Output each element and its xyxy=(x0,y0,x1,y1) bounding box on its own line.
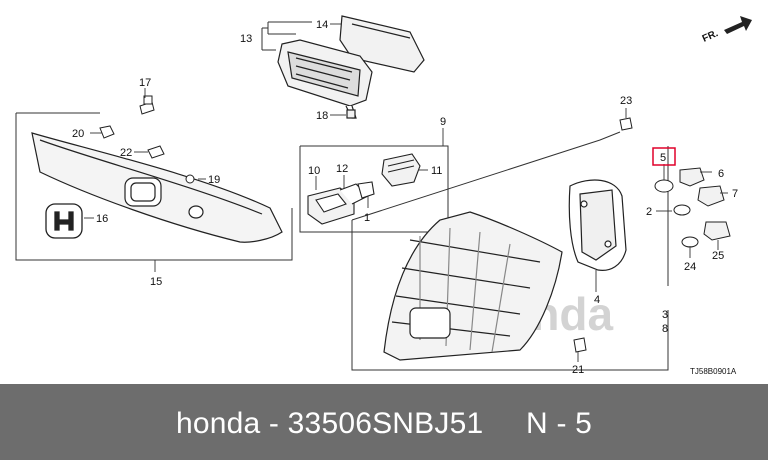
callout-label-16: 16 xyxy=(96,213,108,225)
callout-label-15: 15 xyxy=(150,276,162,288)
callout-label-6: 6 xyxy=(718,168,724,180)
part-info-text: honda - 33506SNBJ51 N - 5 xyxy=(0,384,768,460)
small-fasteners-left xyxy=(99,95,195,184)
separator: - xyxy=(268,407,280,440)
brand-name: honda xyxy=(175,407,261,440)
group-3-frame xyxy=(351,131,669,371)
callout-highlight-box xyxy=(652,147,676,166)
callout-label-4: 4 xyxy=(594,294,600,306)
callout-label-2: 2 xyxy=(646,206,652,218)
fr-arrow-icon xyxy=(724,16,752,34)
socket-parts-group-9 xyxy=(307,153,421,225)
callout-label-24: 24 xyxy=(684,261,696,273)
callout-labels: 4 1 2 3 8 6 7 9 10 11 12 13 14 15 16 17 … xyxy=(72,19,738,376)
gasket-part xyxy=(568,179,627,271)
front-direction-indicator: FR. xyxy=(701,16,752,45)
callout-label-19: 19 xyxy=(208,174,220,186)
callout-label-20: 20 xyxy=(72,128,84,140)
callout-label-8: 8 xyxy=(662,323,668,335)
callout-label-17: 17 xyxy=(139,77,151,89)
emblem-part xyxy=(45,203,83,239)
drawing-code: TJ58B0901A xyxy=(690,367,737,376)
callout-label-1: 1 xyxy=(364,212,370,224)
callout-label-25: 25 xyxy=(712,250,724,262)
fr-label: FR. xyxy=(701,28,720,45)
garnish-bar-part xyxy=(31,132,283,243)
group-15-frame xyxy=(15,112,293,261)
exploded-parts-diagram: Honda FR. xyxy=(15,15,752,376)
callout-label-5: 5 xyxy=(660,152,666,164)
callout-label-9: 9 xyxy=(440,116,446,128)
callout-label-3: 3 xyxy=(662,309,668,321)
part-number: 33506SNBJ51 xyxy=(287,407,484,440)
taillight-lens-part xyxy=(383,211,563,361)
callout-label-11: 11 xyxy=(431,165,442,177)
callout-label-13: 13 xyxy=(240,33,252,45)
position-label: N - 5 xyxy=(526,407,593,440)
callout-label-12: 12 xyxy=(336,163,348,175)
part-info-footer: honda - 33506SNBJ51 N - 5 xyxy=(0,384,768,460)
callout-label-10: 10 xyxy=(308,165,320,177)
callout-label-23: 23 xyxy=(620,95,632,107)
callout-label-22: 22 xyxy=(120,147,132,159)
callout-label-14: 14 xyxy=(316,19,328,31)
callout-label-18: 18 xyxy=(316,110,328,122)
callout-label-7: 7 xyxy=(732,188,738,200)
bulbs-and-sockets xyxy=(573,117,731,353)
leader-lines xyxy=(84,23,728,362)
diagram-canvas: Honda FR. xyxy=(15,15,752,376)
callout-label-21: 21 xyxy=(572,364,584,376)
bracket-13 xyxy=(261,21,312,51)
high-mount-light-part xyxy=(277,15,425,119)
